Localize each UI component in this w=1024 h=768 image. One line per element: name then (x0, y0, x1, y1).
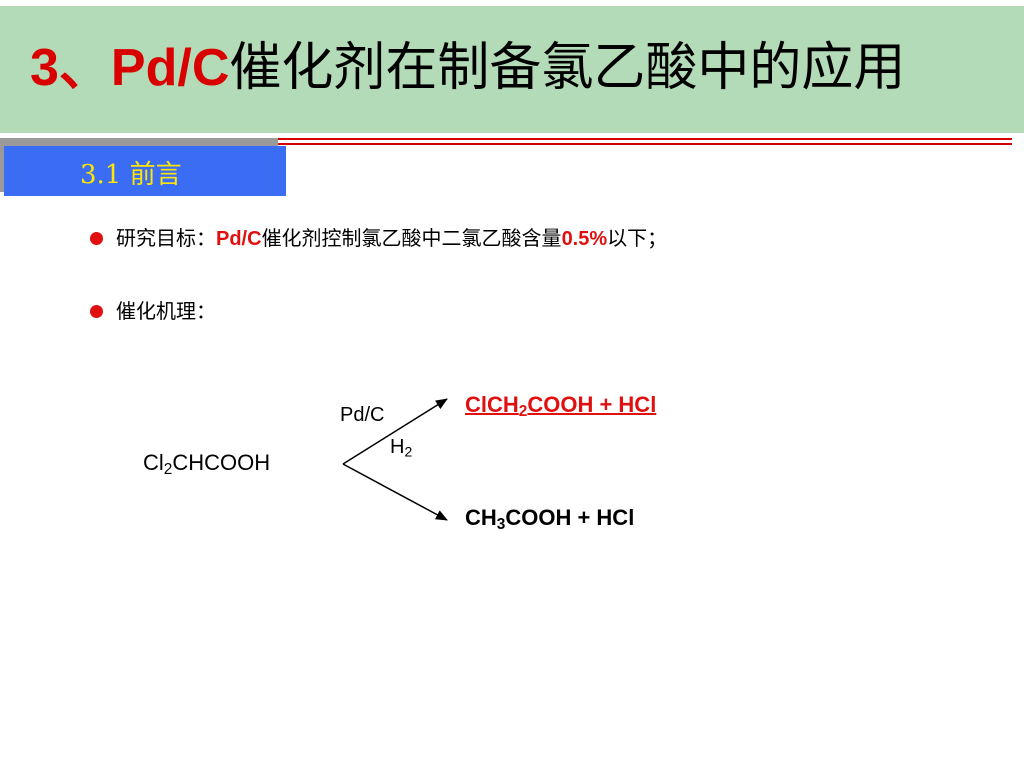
divider-line (276, 143, 1012, 145)
bullet-catalyst: Pd/C (216, 228, 262, 250)
reagent-label: H2 (390, 436, 413, 460)
bullet-dot (90, 232, 103, 245)
section-label: 3.1 前言 (80, 160, 182, 190)
title-band (0, 6, 1024, 133)
catalyst-label: Pd/C (340, 404, 385, 426)
bullet-mechanism: 催化机理： (116, 299, 216, 323)
product-bottom: CH3COOH + HCl (465, 505, 635, 533)
slide-title: 3、Pd/C催化剂在制备氯乙酸中的应用 (30, 38, 905, 98)
title-rest: 催化剂在制备氯乙酸中的应用 (229, 38, 906, 98)
title-catalyst: Pd/C (110, 39, 230, 97)
divider-line (276, 138, 1012, 140)
reactant-formula: Cl2CHCOOH (143, 450, 271, 478)
product-top: ClCH2COOH + HCl (465, 392, 657, 420)
bullet-label: 催化机理： (116, 299, 216, 323)
arrow-down (342, 463, 448, 521)
section-tab (4, 146, 286, 196)
bullet-text: 催化剂控制氯乙酸中二氯乙酸含量 (261, 226, 562, 250)
arrow-up (342, 398, 448, 465)
bullet-dot (90, 305, 103, 318)
bullet-label: 研究目标： (116, 226, 216, 250)
bullet-suffix: 以下； (607, 226, 668, 250)
bullet-value: 0.5% (561, 228, 608, 250)
title-number: 3、 (30, 39, 111, 97)
bullet-research-goal: 研究目标：Pd/C催化剂控制氯乙酸中二氯乙酸含量0.5%以下； (116, 226, 667, 251)
